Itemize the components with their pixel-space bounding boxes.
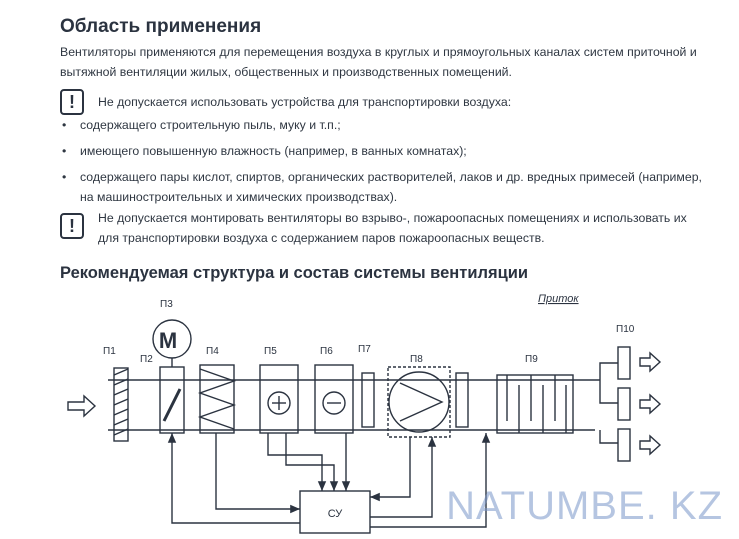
warning-text-2: Не допускается монтировать вентиляторы в… (98, 211, 687, 245)
bullet-list: содержащего строительную пыль, муку и т.… (62, 115, 712, 213)
outlet-arrow-icon (639, 393, 662, 415)
label-p8: П8 (410, 354, 423, 365)
ventilation-diagram: M СУ Приток П1 П2 П3 П4 П5 П6 П7 П8 П9 П… (67, 293, 662, 534)
damper-p2 (159, 366, 185, 434)
list-item: имеющего повышенную влажность (например,… (62, 141, 712, 161)
label-p9: П9 (525, 354, 538, 365)
heater-p4 (199, 364, 235, 434)
outlet-arrow-icon (639, 434, 662, 456)
warning-icon: ! (60, 213, 84, 239)
outlet-arrow-icon (639, 351, 662, 373)
controller-label: СУ (328, 508, 344, 520)
label-p2: П2 (140, 354, 153, 365)
heater-p5 (259, 364, 299, 434)
supply-label: Приток (538, 293, 579, 305)
inlet-arrow-icon (67, 394, 97, 418)
silencer-p9 (496, 374, 574, 434)
fan-box-p8 (387, 366, 451, 438)
motor-label: M (159, 328, 177, 353)
label-p1: П1 (103, 346, 116, 357)
diffuser-p10 (617, 346, 631, 380)
fan-p8 (388, 371, 450, 433)
section-title-structure: Рекомендуемая структура и состав системы… (60, 264, 529, 282)
warning-icon: ! (60, 89, 84, 115)
controller-box (299, 490, 371, 534)
label-p3: П3 (160, 299, 173, 310)
list-item: содержащего пары кислот, спиртов, органи… (62, 167, 705, 207)
label-p6: П6 (320, 346, 333, 357)
label-p10: П10 (616, 324, 635, 335)
label-p5: П5 (264, 346, 277, 357)
intro-paragraph: Вентиляторы применяются для перемещения … (60, 45, 697, 79)
label-p7: П7 (358, 344, 371, 355)
flex-p7 (361, 372, 375, 428)
label-p4: П4 (206, 346, 219, 357)
section-title-application: Область применения (60, 16, 262, 37)
watermark: NATUMBE. KZ (446, 484, 723, 528)
cooler-p6 (314, 364, 354, 434)
list-item: содержащего строительную пыль, муку и т.… (62, 115, 712, 135)
warning-text-1: Не допускается использовать устройства д… (98, 95, 512, 109)
